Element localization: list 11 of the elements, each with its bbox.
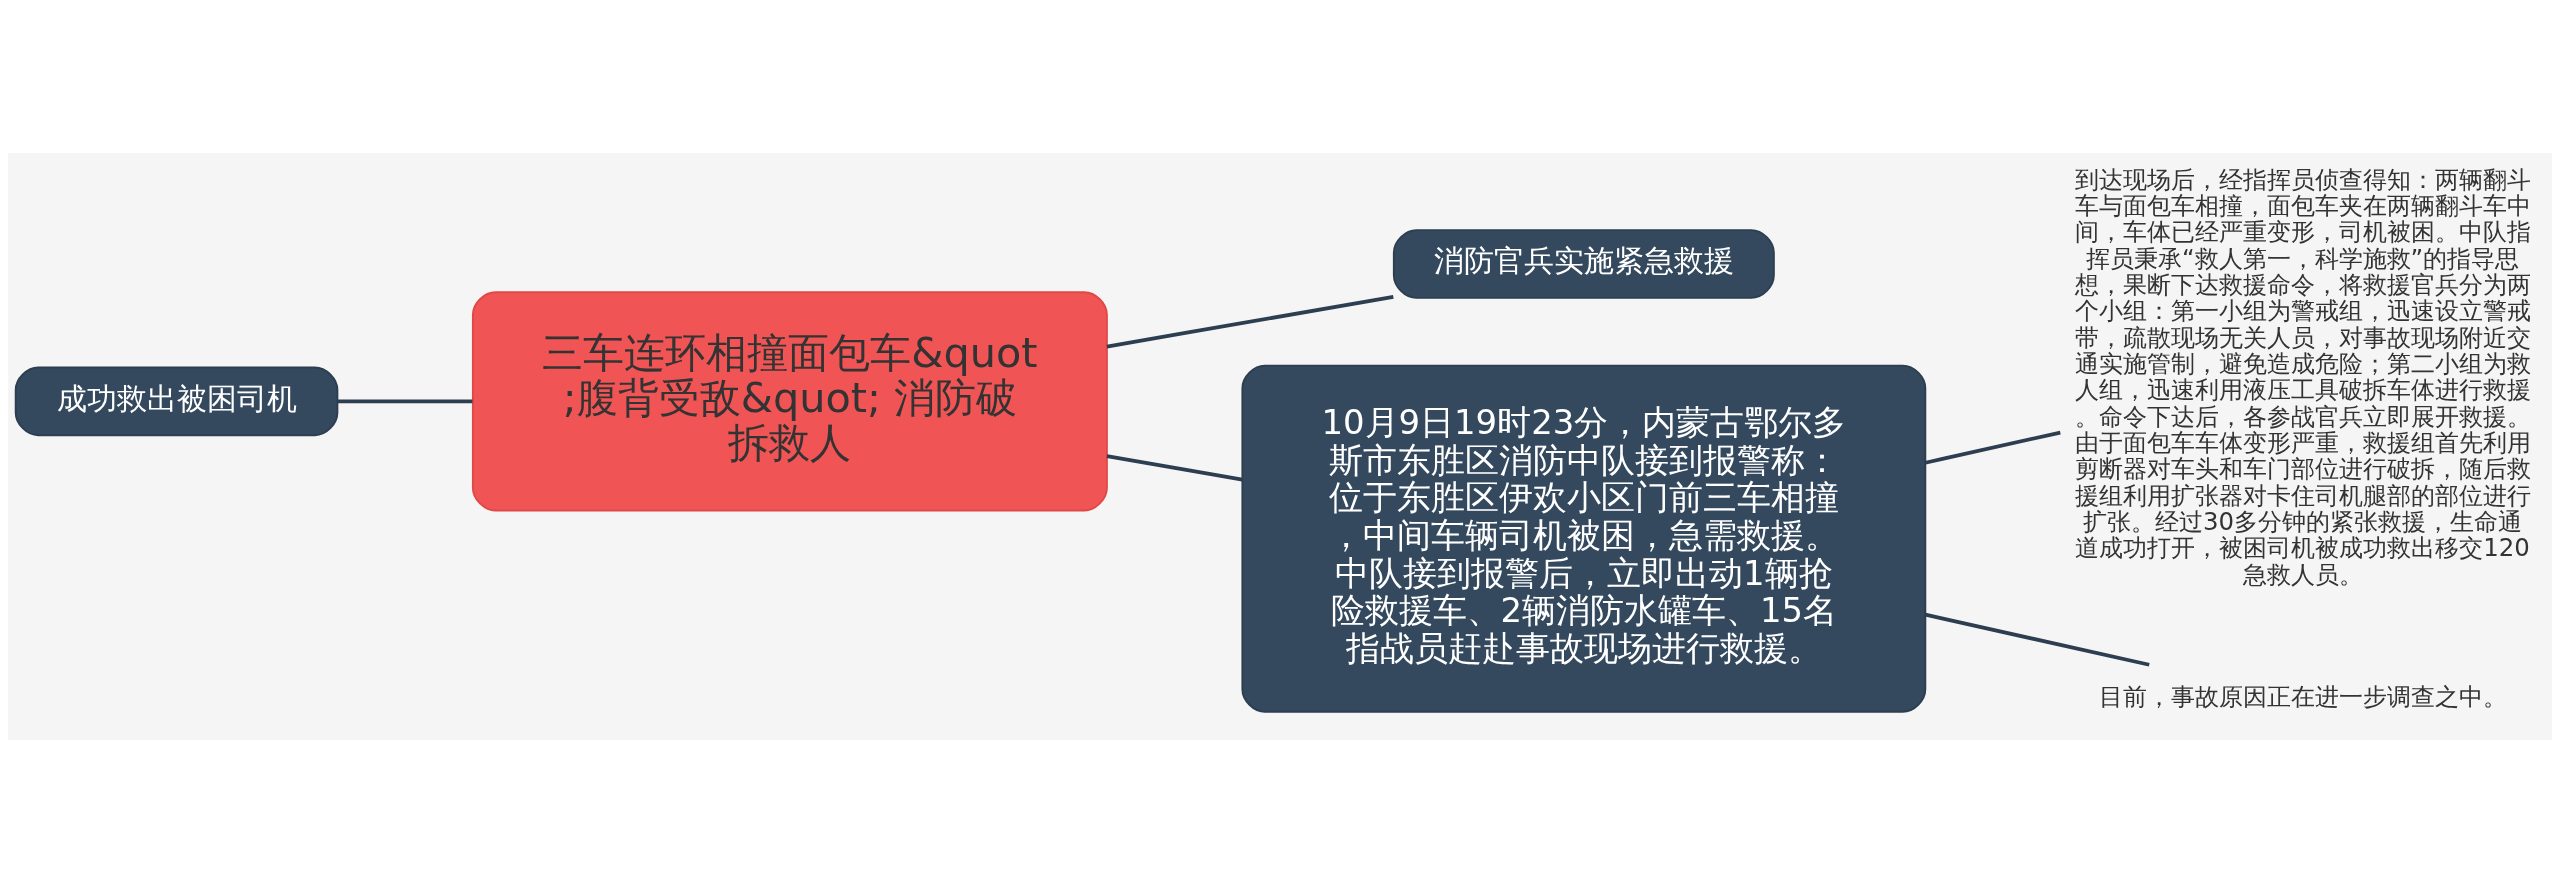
connector: [1925, 612, 2150, 667]
node-box: 三车连环相撞面包车&quot;腹背受敌&quot; 消防破拆救人: [471, 290, 1108, 511]
node-box: 成功救出被困司机: [14, 366, 339, 436]
node-box: 10月9日19时23分，内蒙古鄂尔多斯市东胜区消防中队接到报警称：位于东胜区伊欢小区门前三车相撞，中间车辆司机被困，急需救援。中队接到报警后，立即出动1辆抢险救援车、2辆消防水罐车、15名指战员赶赴事故现场进行救援。: [1241, 364, 1927, 713]
connector: [1106, 453, 1243, 481]
node-text: 到达现场后，经指挥员侦查得知：两辆翻斗车与面包车相撞，面包车夹在两辆翻斗车中间，车体已经严重变形，司机被困。中队指挥员秉承“救人第一，科学施救”的指导思想，果断下达救援命令，将救援官兵分为两个小组：第一小组为警戒组，迅速设立警戒带，疏散现场无关人员，对事故现场附近交通实施管制，避免造成危险；第二小组为救人组，迅速利用液压工具破拆车体进行救援。命令下达后，各参战官兵立即展开救援。由于面包车车体变形严重，救援组首先利用剪断器对车头和车门部位进行破拆，随后救援组利用扩张器对卡住司机腿部的部位进行扩张。经过30多分钟的紧张救援，生命通道成功打开，被困司机被成功救出移交120急救人员。: [2074, 164, 2531, 589]
node-box: 消防官兵实施紧急救援: [1392, 228, 1775, 299]
node-text: 目前，事故原因正在进一步调查之中。: [2098, 681, 2507, 711]
connector: [337, 398, 473, 403]
connector: [1925, 430, 2061, 465]
connector: [1106, 294, 1394, 348]
